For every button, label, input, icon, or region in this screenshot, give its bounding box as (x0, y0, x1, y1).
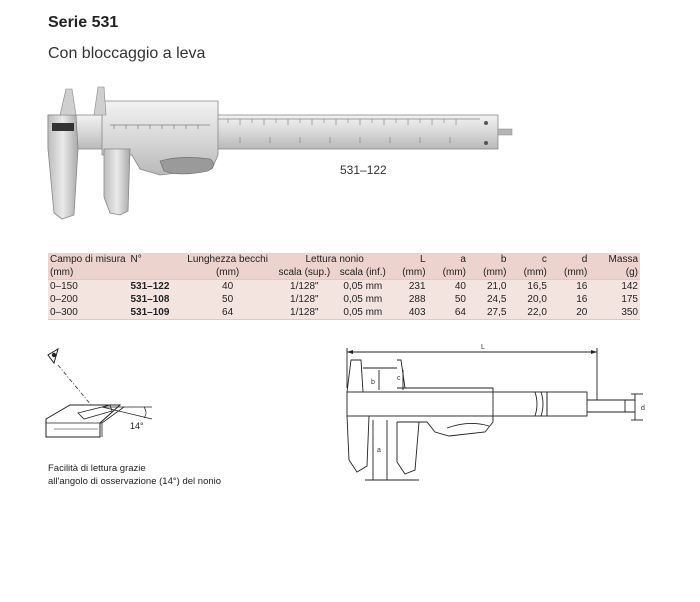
viewing-angle-drawing: 14° (45, 347, 153, 438)
eye-icon (47, 347, 59, 365)
header-a: a (427, 253, 468, 266)
cell-c: 16,5 (508, 279, 549, 293)
cell-mass: 142 (589, 279, 640, 293)
page-subtitle: Con bloccaggio a leva (48, 45, 206, 62)
dimension-drawing: L b c a d (346, 344, 645, 481)
cell-lower: 0,05 mm (332, 306, 394, 320)
dim-label-d: d (641, 405, 645, 412)
cell-upper: 1/128" (276, 293, 333, 306)
cell-b: 27,5 (467, 306, 509, 320)
header-a-unit: (mm) (427, 266, 468, 280)
cell-L: 231 (393, 279, 428, 293)
cell-range: 0–150 (48, 279, 129, 293)
header-lower-scale: scala (inf.) (332, 266, 394, 280)
header-c: c (508, 253, 549, 266)
cell-number: 531–122 (128, 279, 180, 293)
cell-b: 24,5 (467, 293, 509, 306)
cell-lower: 0,05 mm (332, 279, 394, 293)
table-row: 0–300 531–109 64 1/128" 0,05 mm 403 64 2… (48, 306, 640, 320)
header-L-unit: (mm) (393, 266, 428, 280)
header-c-unit: (mm) (508, 266, 549, 280)
cell-a: 50 (427, 293, 468, 306)
cell-d: 16 (548, 279, 590, 293)
header-b: b (467, 253, 509, 266)
dim-label-c: c (397, 375, 401, 382)
cell-b: 21,0 (467, 279, 509, 293)
cell-a: 40 (427, 279, 468, 293)
table-row: 0–150 531–122 40 1/128" 0,05 mm 231 40 2… (48, 279, 640, 293)
cell-number: 531–109 (128, 306, 180, 320)
header-jaw-length: Lunghezza becchi (179, 253, 277, 266)
header-d: d (548, 253, 590, 266)
cell-c: 22,0 (508, 306, 549, 320)
dim-label-a: a (377, 447, 381, 454)
cell-lower: 0,05 mm (332, 293, 394, 306)
spec-table: Campo di misura N° Lunghezza becchi Lett… (48, 253, 640, 320)
cell-range: 0–200 (48, 293, 129, 306)
table-header-row-1: Campo di misura N° Lunghezza becchi Lett… (48, 253, 640, 266)
dim-label-L: L (481, 344, 485, 351)
header-range: Campo di misura (48, 253, 129, 266)
cell-upper: 1/128" (276, 306, 333, 320)
angle-caption: Facilità di lettura grazie all'angolo di… (48, 462, 221, 488)
photo-model-code: 531–122 (340, 163, 387, 177)
cell-d: 20 (548, 306, 590, 320)
cell-jaw: 64 (179, 306, 277, 320)
header-jaw-unit: (mm) (179, 266, 277, 280)
angle-label: 14° (130, 421, 144, 431)
cell-L: 288 (393, 293, 428, 306)
header-range-unit: (mm) (48, 266, 129, 280)
header-mass: Massa (589, 253, 640, 266)
header-d-unit: (mm) (548, 266, 590, 280)
cell-jaw: 50 (179, 293, 277, 306)
cell-number: 531–108 (128, 293, 180, 306)
page-title: Serie 531 (48, 14, 119, 31)
caliper-photo (47, 86, 513, 220)
cell-mass: 350 (589, 306, 640, 320)
angle-caption-line-1: Facilità di lettura grazie (48, 463, 146, 474)
table-header-row-2: (mm) (mm) scala (sup.) scala (inf.) (mm)… (48, 266, 640, 280)
cell-mass: 175 (589, 293, 640, 306)
angle-caption-line-2: all'angolo di osservazione (14°) del non… (48, 476, 222, 487)
cell-upper: 1/128" (276, 279, 333, 293)
cell-L: 403 (393, 306, 428, 320)
cell-d: 16 (548, 293, 590, 306)
cell-range: 0–300 (48, 306, 129, 320)
cell-a: 64 (427, 306, 468, 320)
header-number-empty (128, 266, 180, 280)
dim-label-b: b (371, 379, 375, 386)
header-vernier: Lettura nonio (276, 253, 394, 266)
table-row: 0–200 531–108 50 1/128" 0,05 mm 288 50 2… (48, 293, 640, 306)
cell-c: 20,0 (508, 293, 549, 306)
header-number: N° (128, 253, 180, 266)
cell-jaw: 40 (179, 279, 277, 293)
header-mass-unit: (g) (589, 266, 640, 280)
header-upper-scale: scala (sup.) (276, 266, 333, 280)
header-b-unit: (mm) (467, 266, 509, 280)
header-L: L (393, 253, 428, 266)
